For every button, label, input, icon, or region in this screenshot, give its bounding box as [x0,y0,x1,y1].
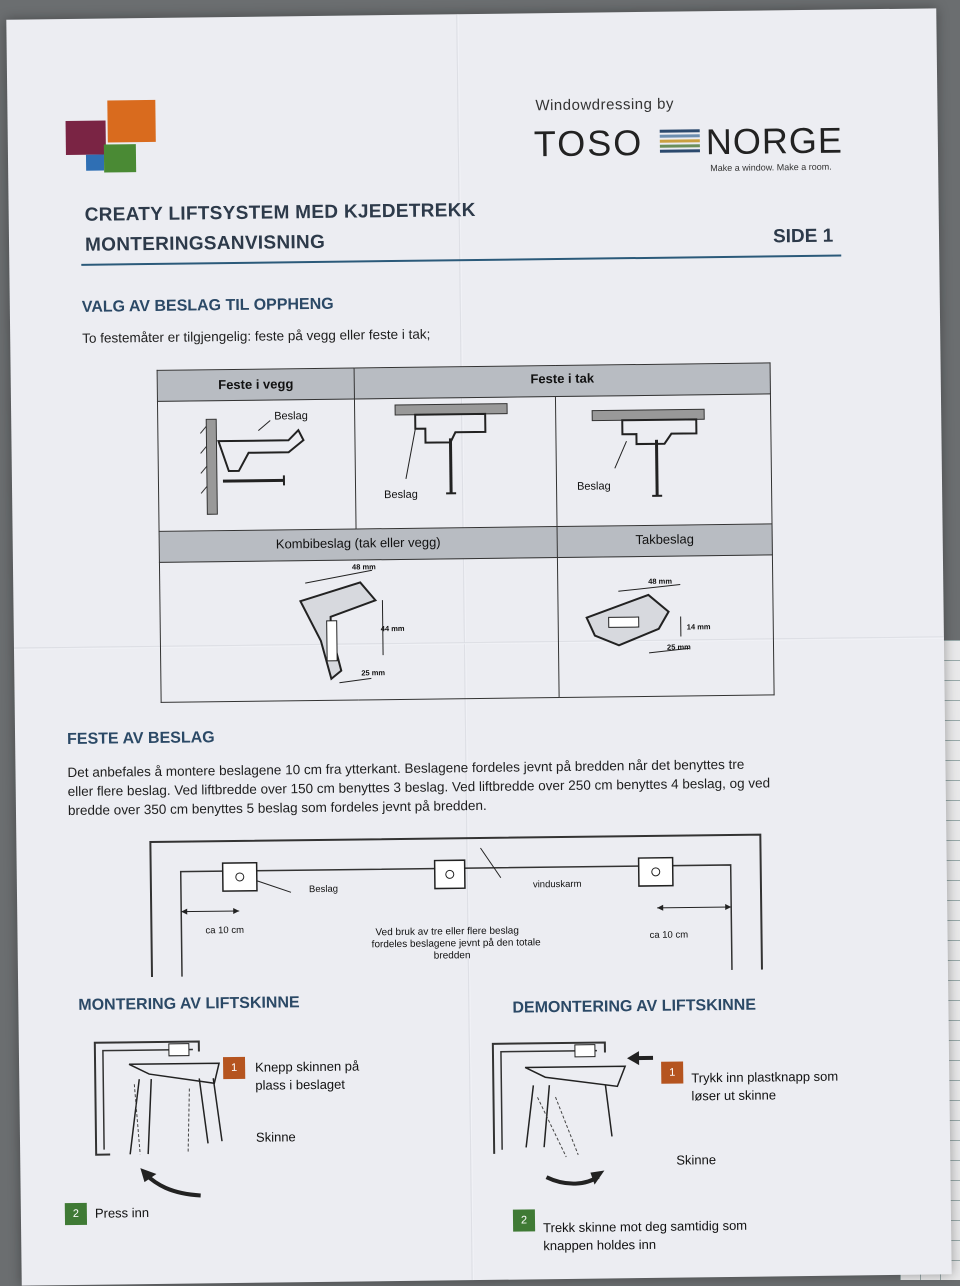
brand-name-right: NORGE [706,120,844,164]
header-kombibeslag: Kombibeslag (tak eller vegg) [159,527,557,563]
ceiling-bracket-diagram-1 [355,397,556,523]
brand-slogan: Make a window. Make a room. [710,162,832,173]
diagram-note-line3: bredden [434,950,471,961]
demontering-step2-line1: Trekk skinne mot deg samtidig som [543,1217,747,1237]
kombi-height: 44 mm [381,624,405,633]
montering-step2: Press inn [95,1204,149,1223]
kombibeslag-diagram [160,558,558,697]
demontering-diagram [485,1036,667,1188]
kombi-depth: 25 mm [361,668,385,677]
demontering-label-skinne: Skinne [676,1151,716,1169]
kombi-width: 48 mm [352,562,376,571]
tak-width: 48 mm [648,577,672,586]
demontering-step1-line2: løser ut skinne [691,1086,776,1105]
demontering-step1-line1: Trykk inn plastknapp som [691,1068,838,1088]
section-intro: To festemåter er tilgjengelig: feste på … [82,325,430,348]
color-squares-logo [6,8,936,19]
diagram-note-line2: fordeles beslagene jevnt på den totale [372,937,541,950]
document-title: CREATY LIFTSYSTEM MED KJEDETREKK [85,200,476,227]
diagram-label-ca-right: ca 10 cm [649,929,688,940]
demontering-step2-line2: knappen holdes inn [543,1236,656,1255]
brand-tagline: Windowdressing by [535,96,674,115]
label-beslag-ceiling-1: Beslag [384,489,418,501]
diagram-label-vinduskarm: vinduskarm [533,879,582,891]
label-beslag-wall: Beslag [274,410,308,422]
step-badge-montering-1: 1 [223,1057,245,1079]
page-number: SIDE 1 [773,226,833,249]
montering-step1-line2: plass i beslaget [255,1076,345,1095]
brand-stripes-icon [660,129,700,157]
wall-bracket-diagram [158,400,356,526]
step-badge-montering-2: 2 [65,1203,87,1225]
diagram-label-ca-left: ca 10 cm [205,925,244,936]
diagram-label-beslag: Beslag [309,884,338,895]
tak-depth: 25 mm [667,642,691,651]
section-heading-valg: VALG AV BESLAG TIL OPPHENG [82,296,334,317]
ceiling-mount-cell-2: Beslag [555,394,772,527]
ceiling-mount-cell-1: Beslag [354,397,557,529]
feste-text-line3: bredde over 350 cm benyttes 5 beslag som… [68,796,487,820]
ceiling-bracket-diagram-2 [556,394,771,521]
kombibeslag-cell: 48 mm 44 mm 25 mm [159,558,559,703]
header-feste-i-tak: Feste i tak [354,363,770,399]
diagram-note-line1: Ved bruk av tre eller flere beslag [375,926,519,939]
montering-step1-line1: Knepp skinnen på [255,1057,359,1076]
step-badge-demontering-1: 1 [661,1062,683,1084]
brand-name-left: TOSO [534,122,644,165]
section-heading-feste: FESTE AV BESLAG [67,729,215,749]
document-subtitle: MONTERINGSANVISNING [85,232,325,257]
header-feste-i-vegg: Feste i vegg [157,368,354,401]
bracket-table: Feste i vegg Feste i tak Beslag [157,362,775,702]
tak-height: 14 mm [687,622,711,631]
wall-mount-cell: Beslag [157,399,356,531]
section-heading-demontering: DEMONTERING AV LIFTSKINNE [512,997,756,1018]
montering-label-skinne: Skinne [256,1128,296,1146]
label-beslag-ceiling-2: Beslag [577,480,611,492]
section-heading-montering: MONTERING AV LIFTSKINNE [78,994,300,1015]
step-badge-demontering-2: 2 [513,1209,535,1231]
header-takbeslag: Takbeslag [557,524,772,558]
instruction-sheet: Windowdressing by TOSO NORGE Make a wind… [6,8,951,1285]
takbeslag-cell: 48 mm 14 mm 25 mm [557,555,774,698]
